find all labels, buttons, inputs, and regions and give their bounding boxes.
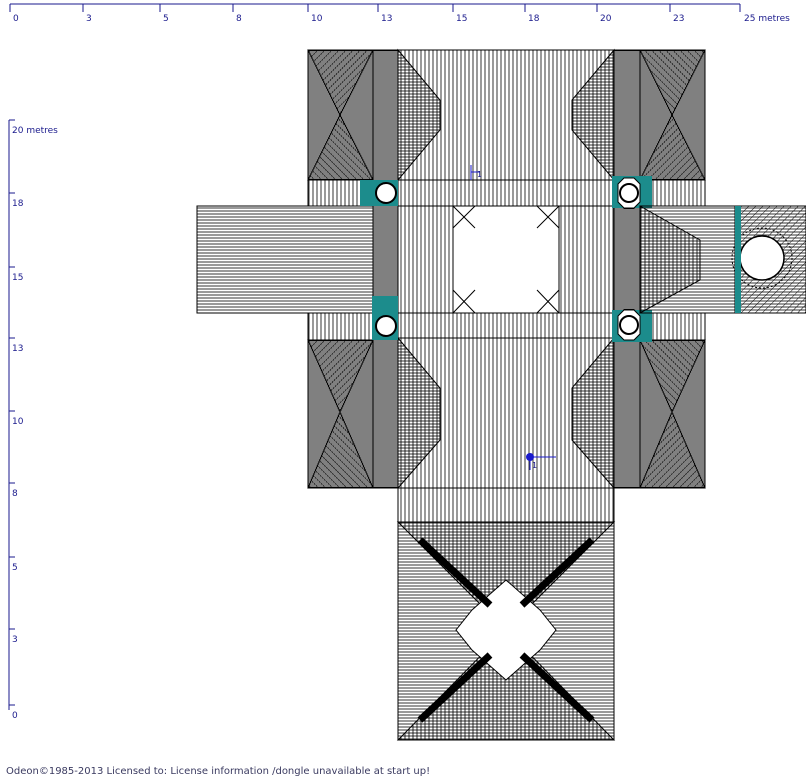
- top-ruler-label-23: 23: [673, 14, 685, 24]
- west-pier-strip: [372, 49, 399, 489]
- left-ruler-label-10: 10: [12, 417, 24, 427]
- left-ruler-label-3: 3: [12, 635, 18, 645]
- column-northwest: [360, 180, 398, 206]
- east-arm-roof: [639, 205, 806, 314]
- top-ruler-label-10: 10: [311, 14, 323, 24]
- top-ruler-label-0: 0: [13, 14, 19, 24]
- top-ruler-label-25: 25 metres: [744, 14, 790, 24]
- top-ruler-label-5: 5: [163, 14, 169, 24]
- top-ruler: [9, 3, 741, 12]
- left-ruler-label-13: 13: [12, 344, 24, 354]
- west-arm-roof: [196, 205, 374, 314]
- column-southeast: [612, 309, 652, 342]
- crossing-bay: [397, 179, 615, 339]
- left-ruler-label-18: 18: [12, 199, 24, 209]
- northeast-bay: [639, 49, 706, 181]
- top-ruler-label-18: 18: [528, 14, 540, 24]
- northwest-bay: [307, 49, 374, 181]
- top-ruler-label-3: 3: [86, 14, 92, 24]
- left-ruler-label-15: 15: [12, 273, 24, 283]
- left-ruler: [8, 119, 15, 710]
- east-pier-strip: [613, 49, 641, 489]
- southeast-bay: [639, 339, 706, 489]
- top-ruler-label-15: 15: [456, 14, 468, 24]
- left-ruler-label-20: 20 metres: [12, 126, 58, 136]
- source-marker[interactable]: [470, 165, 480, 180]
- top-ruler-label-13: 13: [381, 14, 393, 24]
- column-southwest: [372, 296, 398, 340]
- left-ruler-label-8: 8: [12, 489, 18, 499]
- receiver-label: 1: [532, 461, 538, 470]
- top-ruler-label-20: 20: [600, 14, 612, 24]
- south-chancel-roof: [396, 521, 616, 741]
- top-ruler-label-8: 8: [236, 14, 242, 24]
- column-northeast: [612, 176, 652, 209]
- southwest-bay: [307, 339, 374, 489]
- left-ruler-label-0: 0: [12, 711, 18, 721]
- source-label: 1: [477, 170, 483, 179]
- left-ruler-label-5: 5: [12, 563, 18, 573]
- license-status-text: Odeon©1985-2013 Licensed to: License inf…: [6, 766, 431, 777]
- south-aisle-band-west: [307, 312, 374, 341]
- nave-roof: [397, 48, 615, 523]
- receiver-marker[interactable]: [526, 453, 556, 470]
